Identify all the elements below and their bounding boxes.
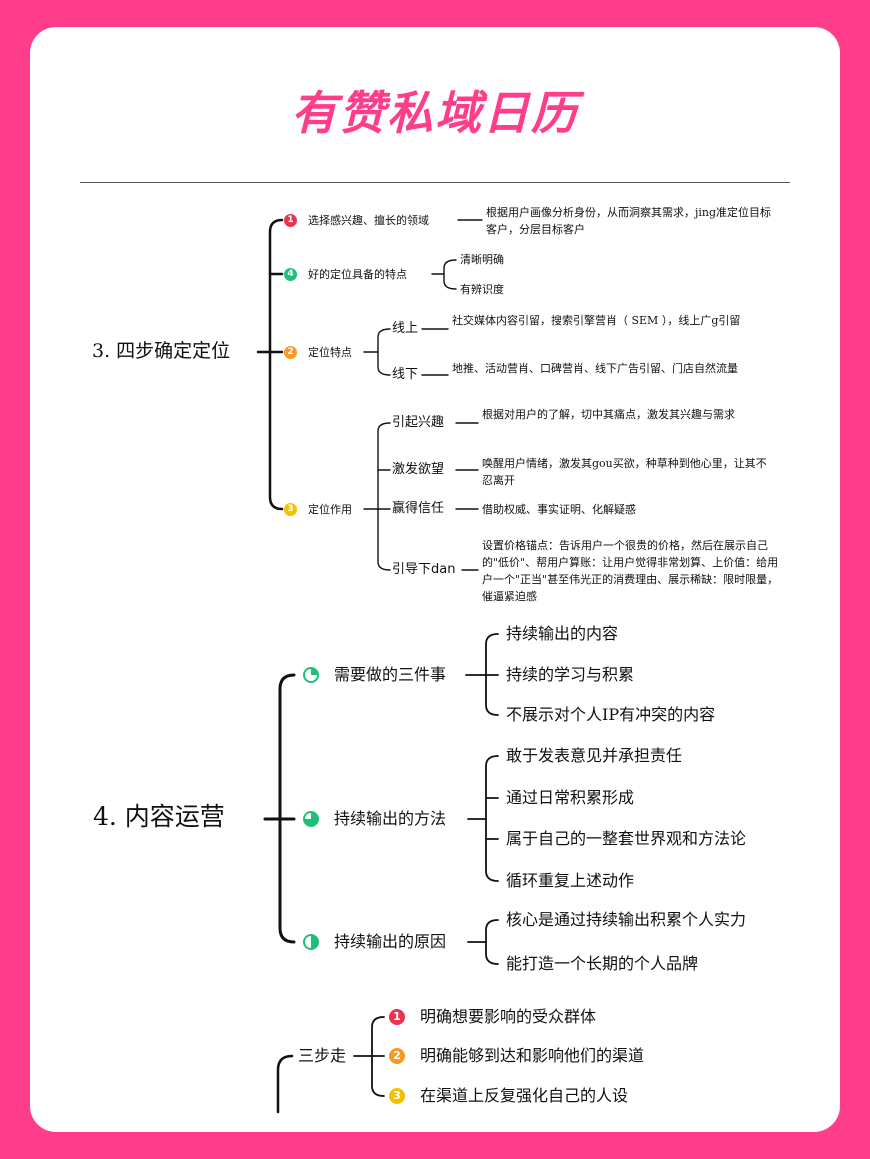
- s3-branch-4-child-4: 引导下dan: [392, 562, 456, 577]
- s4-branch-1-child-3: 不展示对个人IP有冲突的内容: [506, 705, 716, 724]
- number-2-icon: 2: [389, 1048, 405, 1064]
- s4-branch-1: 需要做的三件事: [334, 665, 447, 684]
- s3-branch-4: 定位作用: [308, 503, 352, 516]
- s4-branch-2: 持续输出的方法: [334, 809, 447, 828]
- pie-icon-half: [303, 934, 319, 950]
- s3-branch-3-child-2: 线下: [392, 367, 419, 382]
- section4-root: 4. 内容运营: [93, 802, 225, 831]
- s3-branch-1-desc: 根据用户画像分析身份，从而洞察其需求，jing准定位目标客户，分层目标客户: [486, 206, 772, 236]
- s4-branch-2-child-3: 属于自己的一整套世界观和方法论: [506, 829, 747, 848]
- s3-branch-2: 好的定位具备的特点: [308, 268, 407, 281]
- s4-branch-1-child-1: 持续输出的内容: [506, 624, 619, 643]
- s4-branch-3-child-2: 能打造一个长期的个人品牌: [506, 954, 699, 973]
- s3-branch-4-child-1-desc: 根据对用户的了解，切中其痛点，激发其兴趣与需求: [482, 408, 735, 421]
- s3-branch-4-child-3: 赢得信任: [392, 501, 445, 516]
- s5-label: 三步走: [298, 1046, 347, 1065]
- number-2-icon: 2: [284, 346, 297, 359]
- content-card: 有赞私域日历: [30, 27, 840, 1132]
- page-title: 有赞私域日历: [291, 86, 579, 140]
- s3-branch-4-child-3-desc: 借助权威、事实证明、化解疑惑: [482, 503, 636, 516]
- divider: [80, 182, 790, 183]
- s4-branch-2-child-2: 通过日常积累形成: [506, 788, 635, 807]
- s3-branch-4-child-1: 引起兴趣: [392, 415, 445, 430]
- s3-branch-3-child-2-desc: 地推、活动营肖、口碑营肖、线下广告引留、门店自然流量: [452, 362, 738, 375]
- number-3-icon: 3: [389, 1088, 405, 1104]
- number-1-icon: 1: [284, 214, 297, 227]
- s3-branch-1: 选择感兴趣、擅长的领域: [308, 214, 429, 227]
- s4-branch-2-child-1: 敢于发表意见并承担责任: [506, 746, 683, 765]
- number-4-icon: 4: [284, 268, 297, 281]
- s4-branch-3: 持续输出的原因: [334, 932, 447, 951]
- section3-root: 3. 四步确定定位: [92, 340, 231, 362]
- s3-branch-2-child-1: 清晰明确: [460, 253, 504, 266]
- s3-branch-3-child-1-desc: 社交媒体内容引留，搜索引擎营肖（ SEM ），线上广g引留: [452, 314, 741, 327]
- s5-child-3: 在渠道上反复强化自己的人设: [420, 1086, 629, 1105]
- pie-icon-quarter: [303, 667, 319, 683]
- s3-branch-3: 定位特点: [308, 346, 352, 359]
- s3-branch-4-child-4-desc: 设置价格锚点：告诉用户一个很贵的价格，然后在展示自己的"低价"、帮用户算账：让用…: [482, 539, 779, 603]
- s3-branch-4-child-2: 激发欲望: [392, 462, 445, 477]
- s3-branch-2-child-2: 有辨识度: [460, 283, 504, 296]
- s4-branch-2-child-4: 循环重复上述动作: [506, 871, 635, 890]
- number-1-icon: 1: [389, 1009, 405, 1025]
- s3-branch-4-child-2-desc: 唤醒用户情绪，激发其gou买欲，种草种到他心里，让其不忍离开: [482, 457, 767, 487]
- s4-branch-3-child-1: 核心是通过持续输出积累个人实力: [506, 910, 747, 929]
- s3-branch-3-child-1: 线上: [392, 321, 419, 336]
- number-3-icon: 3: [284, 503, 297, 516]
- s5-child-2: 明确能够到达和影响他们的渠道: [420, 1046, 645, 1065]
- s5-child-1: 明确想要影响的受众群体: [420, 1007, 597, 1026]
- s4-branch-1-child-2: 持续的学习与积累: [506, 665, 635, 684]
- pie-icon-three-quarter: [303, 811, 319, 827]
